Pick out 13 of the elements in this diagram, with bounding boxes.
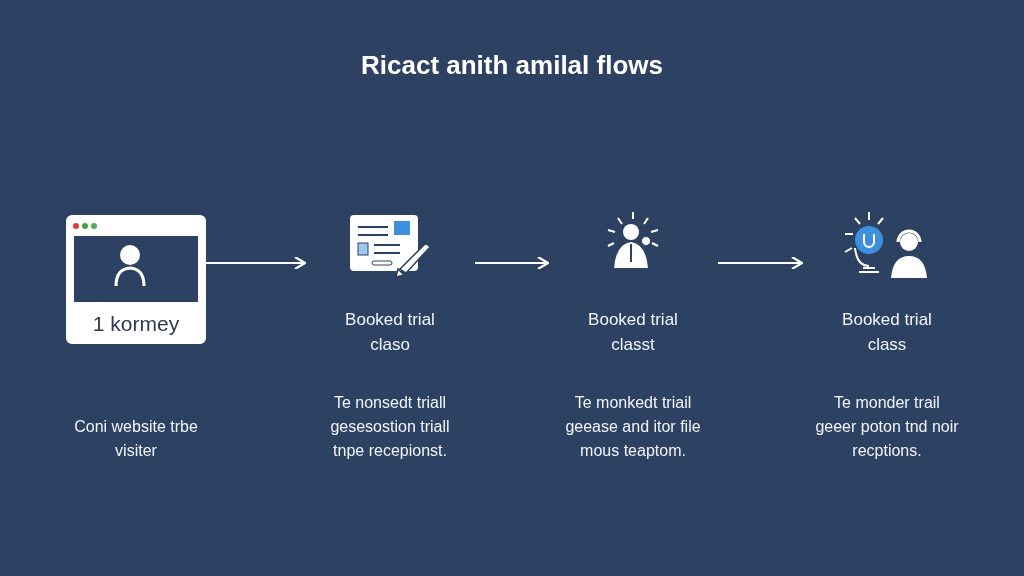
card-label: 1 kormey: [91, 312, 181, 336]
browser-window-card: [66, 215, 206, 344]
step-description: Te monkedt triail geease and itor file mous teaptom.: [564, 393, 702, 461]
step-title: Booked trial class: [841, 309, 933, 356]
arrow: [718, 255, 804, 271]
step-title: Booked trial claso: [344, 309, 436, 356]
step-description: Te nonsedt triall gesesostion triall tnpe recepionst.: [329, 393, 451, 461]
step-caption: Coni website trbe visiter: [73, 417, 199, 461]
step-description: Te monder trail geeer poton tnd noir recptions.: [814, 393, 960, 461]
arrow: [206, 255, 307, 271]
diagram-title: Ricact anith amilal flows: [360, 50, 664, 81]
step-title: Booked trial classt: [587, 309, 679, 356]
arrow: [475, 255, 550, 271]
